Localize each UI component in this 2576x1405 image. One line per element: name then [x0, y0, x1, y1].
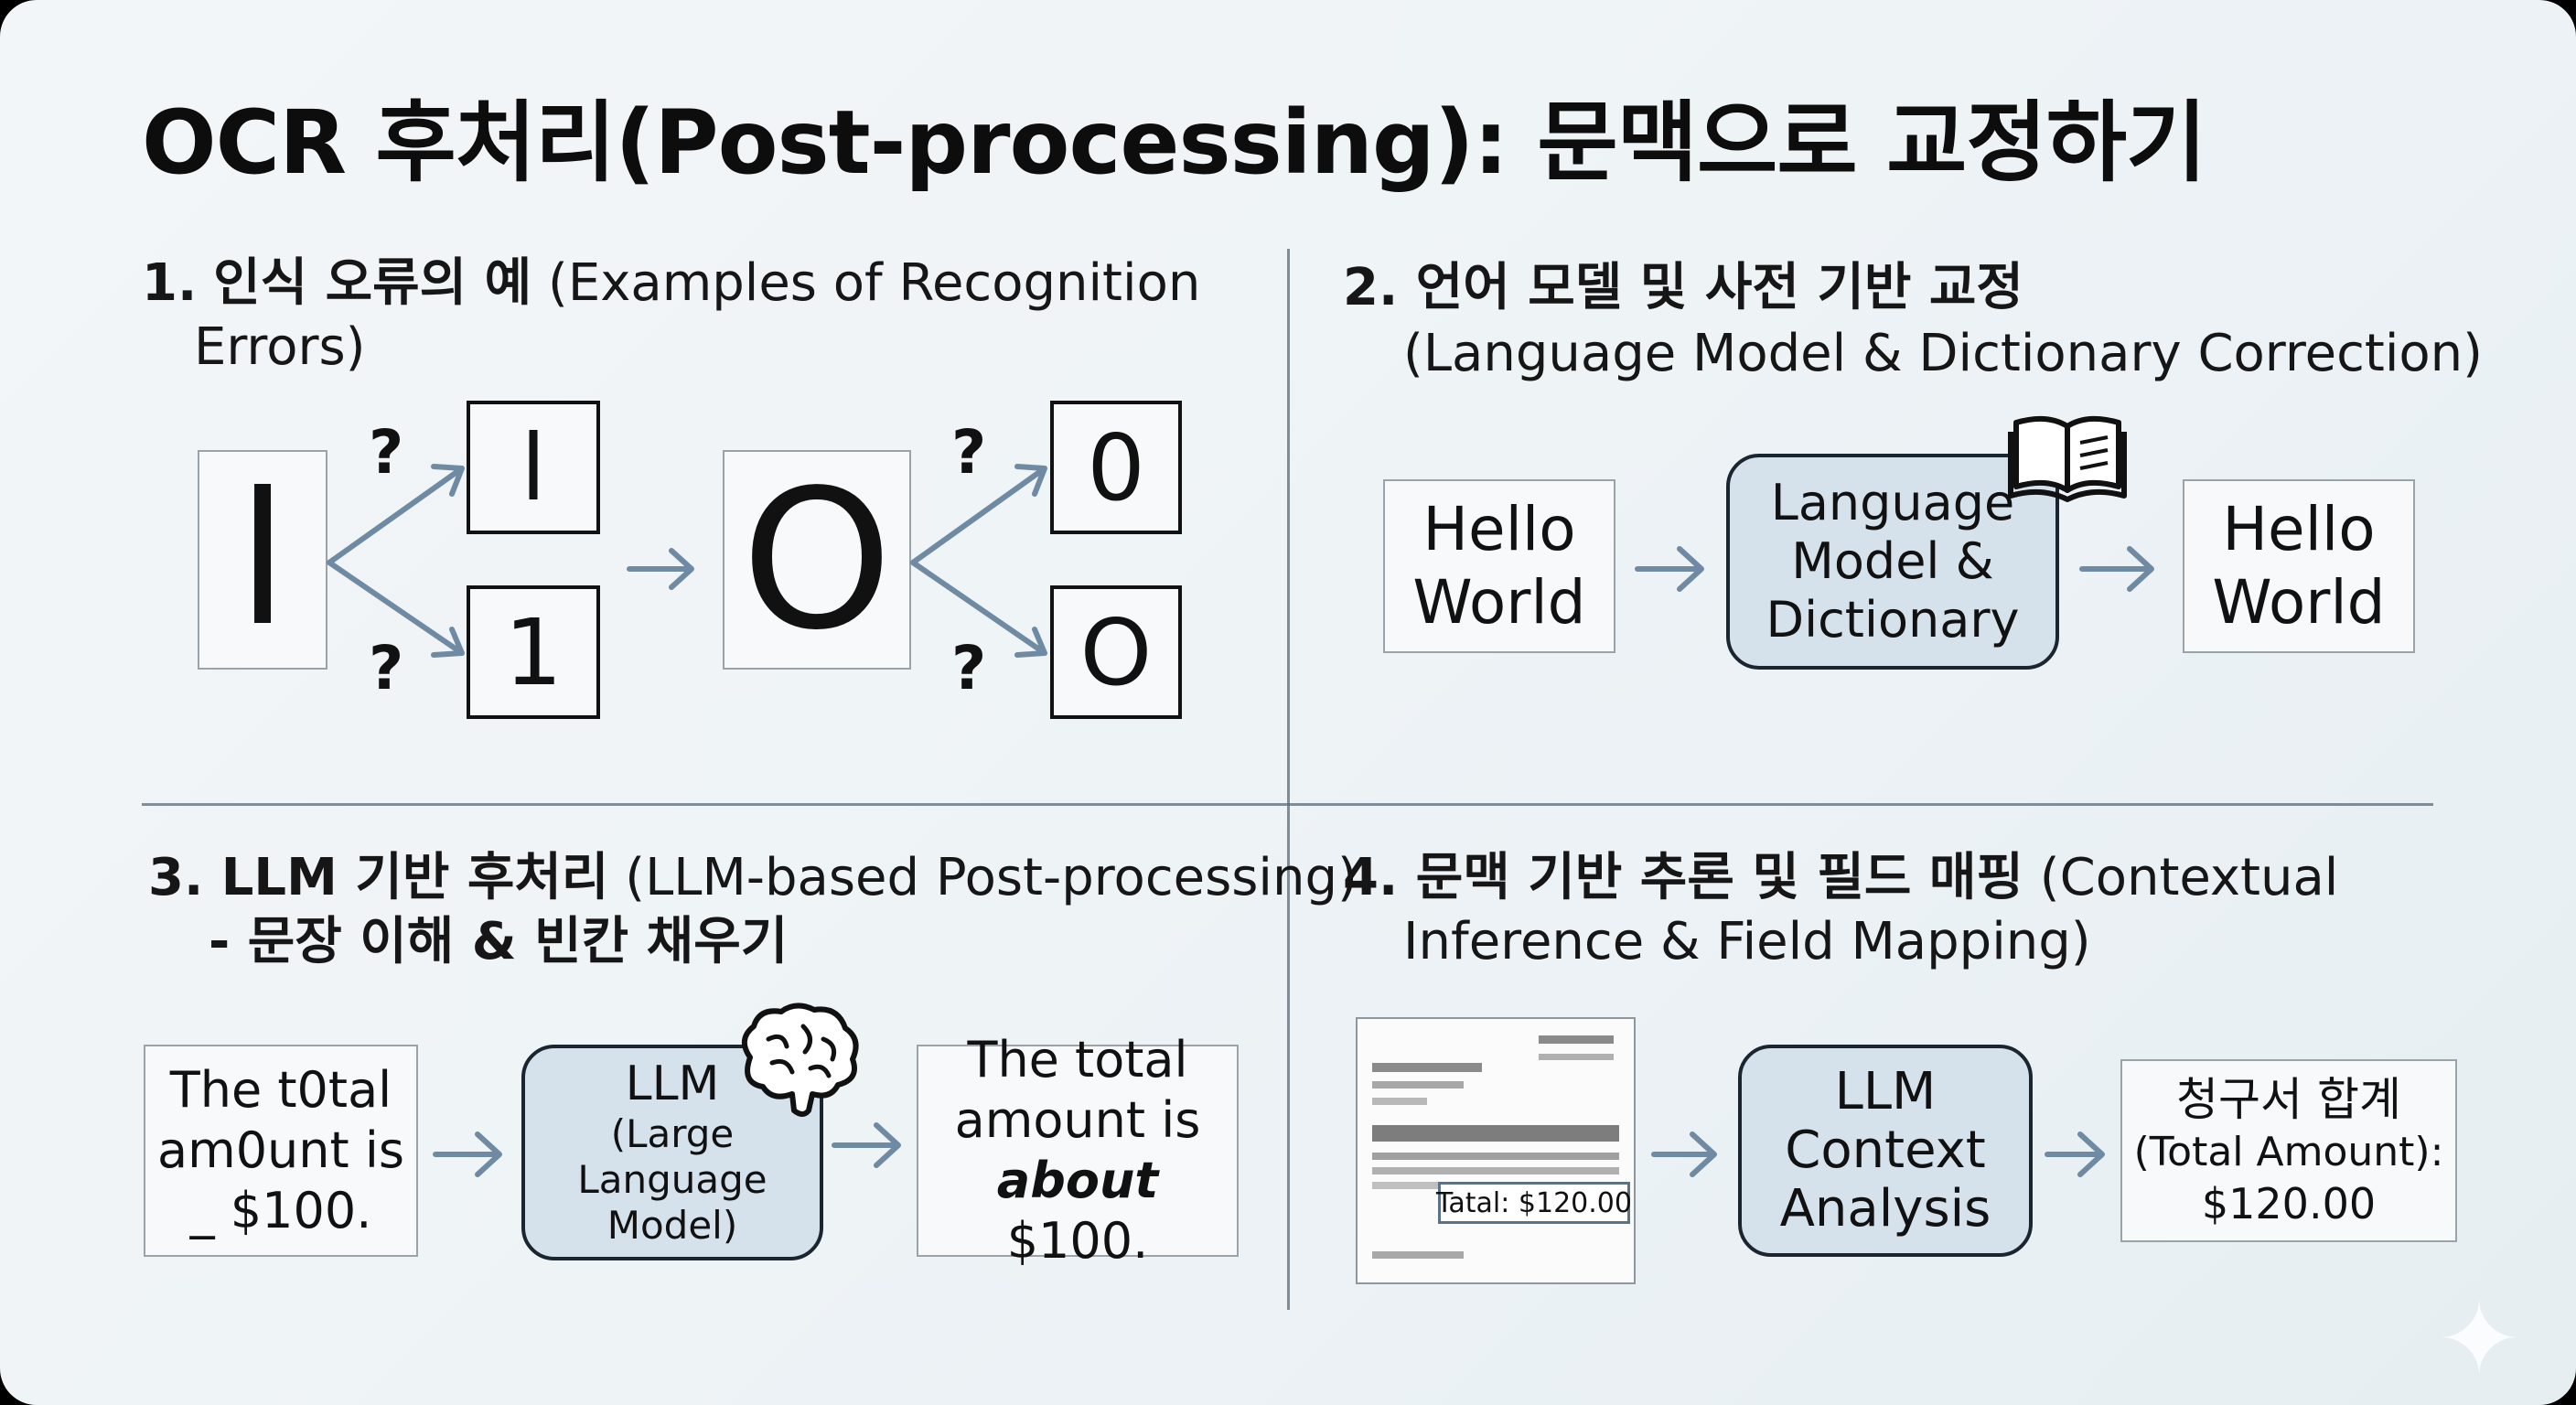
corrected-sentence-line1: The total	[967, 1031, 1188, 1089]
arrow-input-to-model	[1635, 546, 1704, 592]
invoice-total-field: Tatal: $120.00	[1436, 1182, 1632, 1224]
section4-heading: 4. 문맥 기반 추론 및 필드 매핑 (Contextual	[1343, 846, 2338, 910]
corrected-sentence-box: The total amount is about $100.	[917, 1031, 1239, 1270]
question-mark-1: ?	[369, 417, 404, 488]
inferred-word: about	[996, 1152, 1159, 1209]
llm-box: LLM (Large Language Model)	[521, 1045, 823, 1260]
llm-label-line4: Model)	[606, 1203, 738, 1248]
doc-line	[1539, 1054, 1614, 1060]
ocr-sentence-line2: am0unt is	[157, 1121, 404, 1179]
uncorrected-line2: World	[1412, 567, 1586, 638]
arrow-llm-to-field	[2045, 1132, 2105, 1177]
section4-heading-korean: 4. 문맥 기반 추론 및 필드 매핑	[1343, 848, 2023, 907]
candidate-l: l	[521, 413, 546, 521]
horizontal-divider	[142, 803, 2433, 806]
corrected-line2: World	[2212, 567, 2386, 638]
question-mark-3: ?	[951, 417, 987, 488]
llm-label-line3: Language	[577, 1157, 767, 1202]
context-label-line3: Analysis	[1779, 1179, 1991, 1239]
arrow-model-to-output	[2079, 546, 2154, 592]
vertical-divider	[1287, 249, 1290, 1310]
candidate-o-box: O	[1050, 585, 1182, 719]
language-model-dictionary-box: Language Model & Dictionary	[1726, 454, 2059, 670]
mapped-field-english: (Total Amount):	[2133, 1129, 2444, 1175]
model-label-line3: Dictionary	[1766, 591, 2020, 649]
section3-subheading: - 문장 이해 & 빈칸 채우기	[209, 912, 789, 971]
section1-heading-line2: Errors)	[194, 317, 366, 377]
context-label-line1: LLM	[1834, 1062, 1937, 1121]
arrow-doc-to-llm	[1651, 1132, 1717, 1177]
doc-footer-line	[1372, 1251, 1464, 1259]
question-mark-4: ?	[951, 633, 987, 703]
ocr-sentence-box: The t0tal am0unt is _ $100.	[144, 1045, 418, 1257]
source-char-o: O	[741, 447, 893, 672]
arrow-l-to-o	[627, 548, 694, 590]
candidate-1: 1	[504, 598, 563, 706]
section1-heading: 1. 인식 오류의 예 (Examples of Recognition	[142, 252, 1200, 316]
section3-heading-english: (LLM-based Post-processing)	[625, 848, 1358, 907]
corrected-sentence-line2: amount is	[954, 1091, 1201, 1149]
mapped-field-value: $120.00	[2201, 1179, 2377, 1228]
mapped-field-box: 청구서 합계 (Total Amount): $120.00	[2120, 1059, 2457, 1242]
section3-heading: 3. LLM 기반 후처리 (LLM-based Post-processing…	[148, 846, 1358, 910]
doc-line	[1372, 1081, 1464, 1089]
candidate-0-box: 0	[1050, 401, 1182, 534]
source-char-l: l	[237, 453, 288, 667]
section4-heading-english: (Contextual	[2039, 848, 2339, 907]
ocr-sentence-line1: The t0tal	[169, 1061, 392, 1119]
section2-heading-english: (Language Model & Dictionary Correction)	[1403, 324, 2483, 383]
doc-table-header	[1372, 1125, 1619, 1142]
llm-label: LLM	[625, 1056, 720, 1111]
model-label-line1: Language	[1770, 474, 2015, 531]
section4-heading-line2: Inference & Field Mapping)	[1403, 912, 2091, 971]
corrected-sentence-line3: about $100.	[918, 1151, 1237, 1271]
section2-heading: 2. 언어 모델 및 사전 기반 교정	[1343, 258, 2023, 317]
page-title: OCR 후처리(Post-processing): 문맥으로 교정하기	[142, 91, 2206, 194]
candidate-1-box: 1	[467, 585, 600, 719]
llm-label-line2: (Large	[610, 1111, 735, 1156]
arrow-sentence-to-llm	[433, 1132, 502, 1177]
source-char-l-box: l	[198, 450, 327, 670]
corrected-sentence-tail: $100.	[1006, 1212, 1149, 1270]
section1-heading-number: 1.	[142, 253, 198, 313]
candidate-zero: 0	[1087, 413, 1145, 521]
model-label-line2: Model &	[1791, 532, 1994, 590]
uncorrected-line1: Hello	[1422, 494, 1576, 564]
question-mark-2: ?	[369, 633, 404, 703]
llm-context-analysis-box: LLM Context Analysis	[1738, 1045, 2033, 1257]
doc-table-row	[1372, 1153, 1619, 1160]
arrow-llm-to-corrected	[832, 1122, 901, 1168]
sparkle-watermark-icon: ✦	[2437, 1281, 2522, 1398]
candidate-l-box: l	[467, 401, 600, 534]
doc-line	[1372, 1098, 1427, 1105]
corrected-line1: Hello	[2222, 494, 2376, 564]
mapped-field-label: 청구서 합계	[2176, 1073, 2401, 1126]
source-char-o-box: O	[723, 447, 911, 672]
doc-line	[1372, 1063, 1482, 1072]
section1-heading-english: (Examples of Recognition	[548, 253, 1201, 313]
doc-table-row	[1372, 1167, 1619, 1174]
context-label-line2: Context	[1785, 1121, 1986, 1180]
section1-heading-korean: 인식 오류의 예	[213, 253, 532, 313]
section3-heading-korean: 3. LLM 기반 후처리	[148, 848, 609, 907]
ocr-sentence-line3: _ $100.	[189, 1182, 372, 1239]
corrected-text-box: Hello World	[2183, 479, 2415, 653]
candidate-letter-o: O	[1079, 598, 1153, 706]
uncorrected-text-box: Hello World	[1383, 479, 1615, 653]
doc-line	[1539, 1035, 1614, 1044]
invoice-document: Tatal: $120.00	[1356, 1017, 1636, 1284]
